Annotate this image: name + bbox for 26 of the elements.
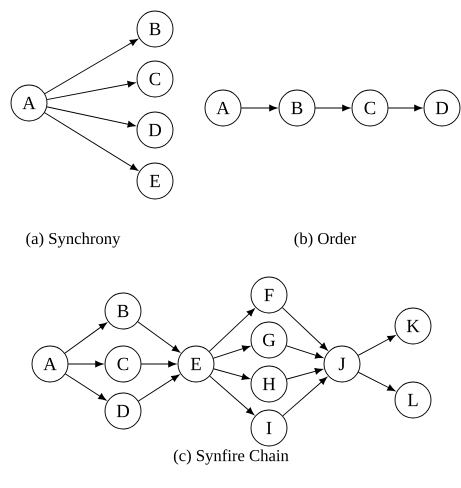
arrow bbox=[208, 308, 255, 352]
arrow bbox=[44, 112, 138, 171]
arrow bbox=[286, 345, 324, 359]
arrow bbox=[141, 360, 176, 368]
arrow bbox=[358, 335, 396, 356]
arrow bbox=[209, 376, 254, 416]
arrow bbox=[137, 321, 180, 353]
arrow bbox=[46, 106, 136, 128]
arrow bbox=[315, 104, 350, 112]
arrow bbox=[213, 345, 250, 359]
arrow bbox=[64, 322, 108, 354]
arrow bbox=[68, 360, 104, 368]
arrow bbox=[65, 374, 106, 400]
arrow bbox=[44, 38, 138, 94]
arrow bbox=[46, 80, 136, 100]
arrow bbox=[241, 104, 278, 112]
arrow bbox=[388, 104, 422, 112]
arrow bbox=[286, 368, 323, 380]
arrow bbox=[213, 368, 250, 380]
arrow bbox=[138, 374, 180, 402]
arrow bbox=[282, 307, 328, 351]
arrow bbox=[282, 376, 328, 416]
caption: (a) Synchrony bbox=[26, 232, 120, 248]
caption: (c) Synfire Chain bbox=[174, 449, 289, 465]
caption: (b) Order bbox=[294, 232, 356, 248]
arrow bbox=[358, 372, 396, 392]
